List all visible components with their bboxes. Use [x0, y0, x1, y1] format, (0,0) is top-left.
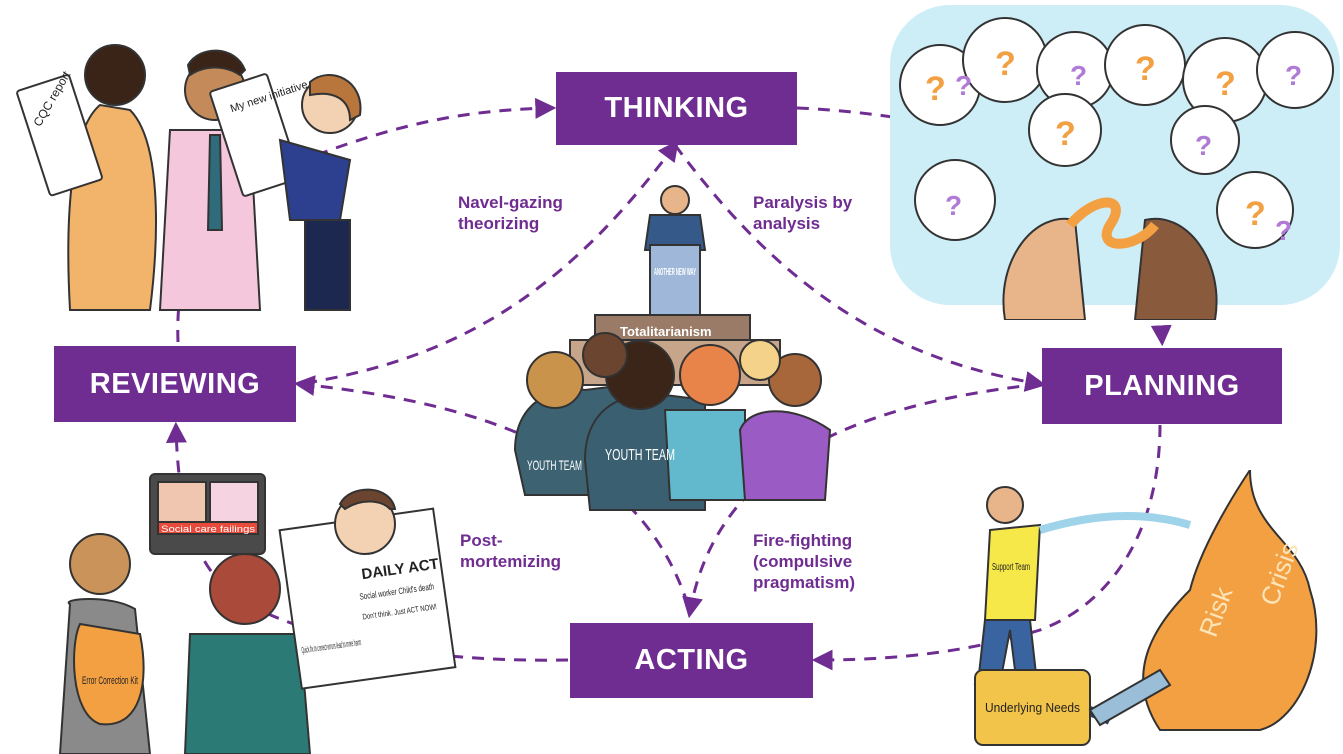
arrow-inner-acting-right	[682, 382, 1041, 619]
post-mortemizing-label: Post- mortemizing	[460, 531, 562, 571]
svg-text:?: ?	[1215, 65, 1236, 103]
backpack-text: Error Correction Kit	[82, 675, 138, 687]
support-shirt-text: Support Team	[992, 562, 1030, 573]
thinking-box: THINKING	[556, 72, 797, 145]
arrow-inner-thinking-left	[299, 139, 679, 386]
svg-text:?: ?	[925, 70, 946, 108]
arrow-planning-to-acting	[811, 424, 1162, 671]
svg-text:?: ?	[1275, 215, 1292, 246]
planning-box: PLANNING	[1042, 348, 1282, 424]
shirt-text-left: YOUTH TEAM	[527, 457, 582, 473]
error-correction-illustration: Social care failings DAILY ACT Social wo…	[58, 473, 457, 754]
svg-text:?: ?	[945, 190, 962, 221]
svg-text:?: ?	[995, 45, 1016, 83]
staff-reading-illustration: CQC report My new initiative	[16, 44, 362, 311]
tv-banner-text: Social care failings	[161, 524, 256, 534]
navel-gazing-label: Navel-gazing theorizing	[458, 193, 563, 233]
svg-text:?: ?	[1245, 195, 1266, 233]
fire-fighting-label: Fire-fighting (compulsive pragmatism)	[753, 531, 856, 592]
svg-text:?: ?	[1285, 60, 1302, 91]
shirt-text-center: YOUTH TEAM	[605, 447, 675, 464]
svg-text:?: ?	[1195, 130, 1212, 161]
podium-label: Totalitarianism	[620, 324, 712, 339]
arrow-inner-thinking-right	[673, 144, 1047, 392]
svg-text:?: ?	[1135, 50, 1156, 88]
acting-box: ACTING	[570, 623, 813, 698]
fire-fighting-illustration: Support Team Underlying Needs Risk Crisi…	[973, 470, 1318, 746]
reviewing-box: REVIEWING	[54, 346, 296, 422]
svg-text:?: ?	[1055, 115, 1076, 153]
svg-text:?: ?	[1070, 60, 1087, 91]
paralysis-label: Paralysis by analysis	[753, 193, 853, 233]
bucket-text: Underlying Needs	[985, 700, 1080, 715]
lectern-sign-text: ANOTHER NEW WAY	[654, 267, 696, 278]
thought-clouds-illustration: ? ? ? ? ? ? ? ? ? ? ? ?	[890, 5, 1340, 320]
youth-team-illustration: ANOTHER NEW WAY Totalitarianism YOUTH TE…	[513, 185, 832, 511]
svg-text:?: ?	[955, 70, 972, 101]
